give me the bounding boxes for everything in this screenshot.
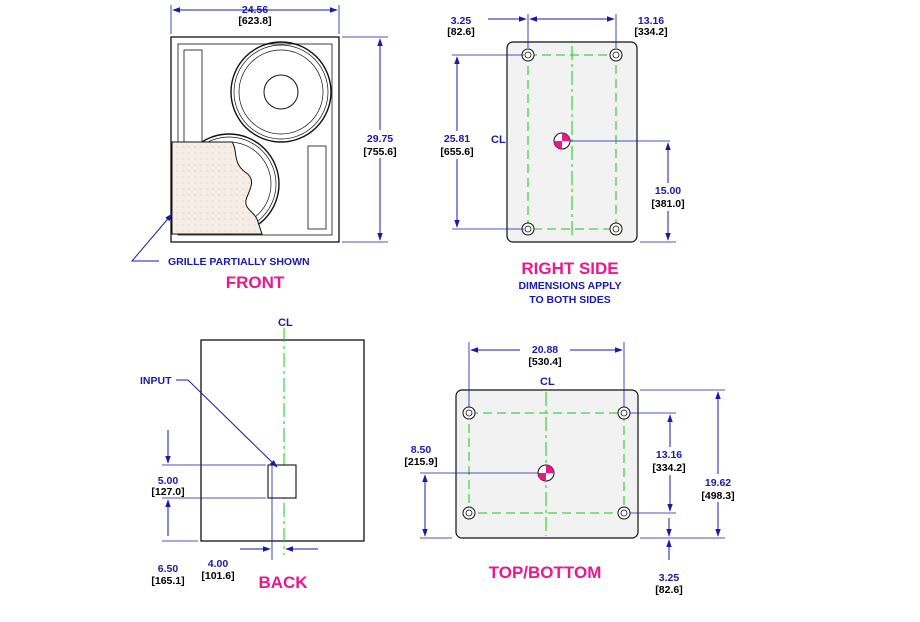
top-bottom-bottom-mm: [82.6] [655,584,682,596]
right-side-fittings [521,48,623,236]
top-bottom-title: TOP/BOTTOM [489,563,602,582]
top-bottom-bottom-in: 3.25 [659,572,680,584]
front-grille-partial [171,141,263,235]
right-side-title: RIGHT SIDE [521,259,618,278]
front-view: 24.56 [623.8] 29.75 [755.6] GRILLE PARTI… [130,4,401,292]
right-side-top-left-mm: [82.6] [447,26,474,38]
back-title: BACK [258,573,308,592]
back-input-leader [187,379,278,468]
front-width-in: 24.56 [242,4,268,16]
back-outline [200,339,365,542]
front-cabinet-inner [177,43,333,236]
front-width-mm: [623.8] [238,15,271,27]
front-title: FRONT [226,273,285,292]
top-bottom-width-mm: [530.4] [528,356,561,368]
front-height-in: 29.75 [367,133,393,145]
right-side-height-mm: [655.6] [440,146,473,158]
top-bottom-right-in: 13.16 [656,449,682,461]
back-v1-mm: [127.0] [151,486,184,498]
right-side-note-2: TO BOTH SIDES [529,294,610,306]
right-side-cg-symbol [553,132,571,150]
right-side-top-left-in: 3.25 [451,15,472,27]
top-bottom-width-in: 20.88 [532,344,558,356]
right-side-height-in: 25.81 [444,133,470,145]
back-input-panel [267,464,297,499]
top-bottom-depth-in: 19.62 [705,477,731,489]
back-h-mm: [101.6] [201,570,234,582]
top-bottom-fittings [462,406,631,520]
grille-note: GRILLE PARTIALLY SHOWN [168,256,310,268]
back-h-in: 4.00 [208,558,229,570]
right-side-top-right-in: 13.16 [638,15,664,27]
front-height-mm: [755.6] [363,146,396,158]
right-side-cl-label: CL [491,134,506,146]
back-v1-in: 5.00 [158,475,179,487]
top-bottom-cl-label: CL [540,376,555,388]
top-bottom-view: CL 20.88 [530.4] 8.50 [215.9] 13.16 [404,342,742,596]
top-bottom-left-mm: [215.9] [404,456,437,468]
back-cl-label: CL [278,317,293,329]
woofer-upper [230,41,332,143]
front-port-right [307,145,327,230]
top-bottom-outline [455,389,639,539]
top-bottom-right-mm: [334.2] [652,462,685,474]
right-side-cg-mm: [381.0] [651,198,684,210]
right-side-cg-in: 15.00 [655,185,681,197]
top-bottom-left-in: 8.50 [411,444,432,456]
back-v2-mm: [165.1] [151,575,184,587]
right-side-note-1: DIMENSIONS APPLY [518,280,621,292]
top-bottom-cg-symbol [537,464,555,482]
right-side-top-right-mm: [334.2] [634,26,667,38]
back-v2-in: 6.50 [158,563,179,575]
grille-leader [130,213,173,262]
back-input-label: INPUT [140,375,172,387]
right-side-view: CL 3.25 [82.6] 13.16 [334.2] 25.81 [655.… [434,14,690,306]
back-view: CL INPUT 5.00 [127.0] 6.50 [165.1] 4.00 … [140,317,365,592]
top-bottom-depth-mm: [498.3] [701,490,734,502]
